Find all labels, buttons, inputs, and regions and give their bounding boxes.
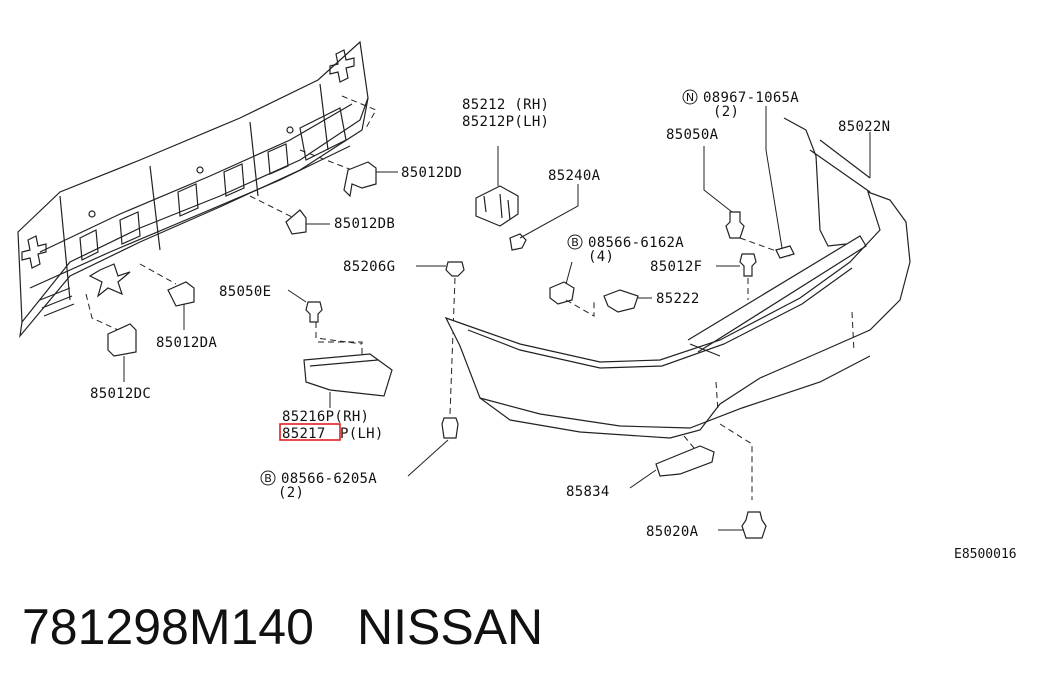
screw-08566-6162A <box>549 261 595 317</box>
bracket-85012DA <box>167 281 195 330</box>
highlighted-part-85217: 85217 <box>279 423 341 442</box>
bracket-85012DC <box>107 323 137 382</box>
clip-85222 <box>603 289 652 313</box>
label-85222: 85222 <box>656 291 700 307</box>
label-85050E: 85050E <box>219 284 271 300</box>
brand-name: NISSAN <box>357 599 544 655</box>
reflector-85834 <box>629 435 715 489</box>
label-85206G: 85206G <box>343 259 395 275</box>
rear-panel <box>17 40 369 339</box>
label-85216P-rh: 85216P(RH) <box>282 409 369 425</box>
label-85012DA: 85012DA <box>156 335 217 351</box>
label-85012DD: 85012DD <box>401 165 462 181</box>
screw-85050A <box>703 146 791 257</box>
bracket-85012DB <box>285 209 330 235</box>
clip-85206G <box>416 261 465 415</box>
label-08967-1065A-qty: (2) <box>713 104 739 120</box>
label-85012DB: 85012DB <box>334 216 395 232</box>
label-85240A: 85240A <box>548 168 601 184</box>
highlight-box <box>279 423 341 441</box>
label-85012DC: 85012DC <box>90 386 151 402</box>
label-85050A: 85050A <box>666 127 719 143</box>
bolt-85240A <box>509 184 579 251</box>
b-mark-icon-2 <box>260 470 276 486</box>
b-mark-text: B <box>571 236 579 249</box>
label-85022N: 85022N <box>838 119 890 135</box>
n-mark-icon <box>682 89 698 105</box>
b-mark-icon <box>567 234 583 250</box>
label-85217P-suffix: P(LH) <box>340 426 384 442</box>
bolt-08566-6205A <box>407 417 459 477</box>
side-bracket-85212 <box>475 146 519 227</box>
label-85020A: 85020A <box>646 524 699 540</box>
label-85834: 85834 <box>566 484 610 500</box>
label-08566-6162A-qty: (4) <box>588 249 614 265</box>
screw-85050E <box>287 289 363 345</box>
nut-08967-1065A <box>765 106 795 259</box>
side-cover-85216P <box>303 341 393 408</box>
part-number: 781298M140 <box>22 599 314 655</box>
label-85212-rh: 85212 (RH) <box>462 97 549 113</box>
clip-85012F <box>716 253 757 300</box>
label-85012F: 85012F <box>650 259 702 275</box>
label-08566-6205A: 08566-6205A <box>281 471 377 487</box>
label-85217-number: 85217 <box>282 426 326 442</box>
bolt-85020A <box>718 511 767 539</box>
bracket-85012DD <box>343 161 398 198</box>
label-85212P-lh: 85212P(LH) <box>462 114 549 130</box>
bumper-fascia-85022N <box>444 117 911 500</box>
diagram-code: E8500016 <box>954 547 1017 562</box>
n-mark-text: N <box>686 91 694 104</box>
b-mark-text-2: B <box>264 472 272 485</box>
label-08566-6205A-qty: (2) <box>278 485 304 501</box>
label-08566-6162A: 08566-6162A <box>588 235 684 251</box>
label-08967-1065A: 08967-1065A <box>703 90 799 106</box>
